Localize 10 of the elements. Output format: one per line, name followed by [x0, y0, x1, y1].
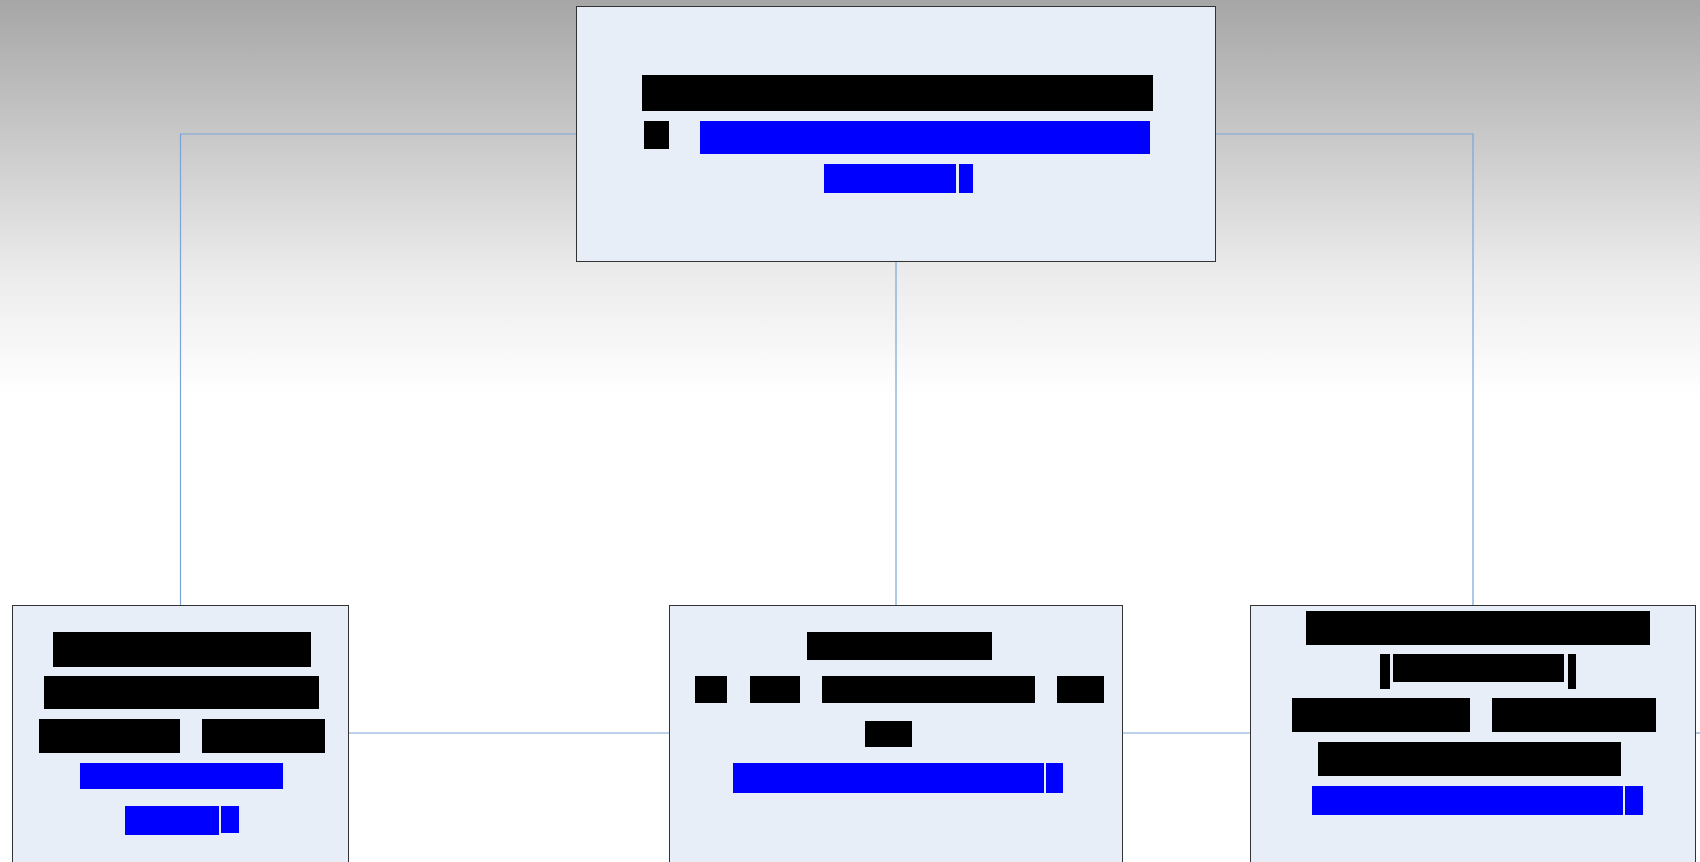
connector-line	[895, 261, 897, 606]
org-box	[576, 6, 1216, 262]
connector-line	[1695, 732, 1700, 734]
org-box	[669, 605, 1123, 862]
org-box	[1250, 605, 1696, 862]
connector-line	[1215, 133, 1474, 606]
connector-line	[179, 133, 577, 606]
connector-line	[348, 732, 670, 734]
connector-line	[1122, 732, 1251, 734]
org-box	[12, 605, 349, 862]
